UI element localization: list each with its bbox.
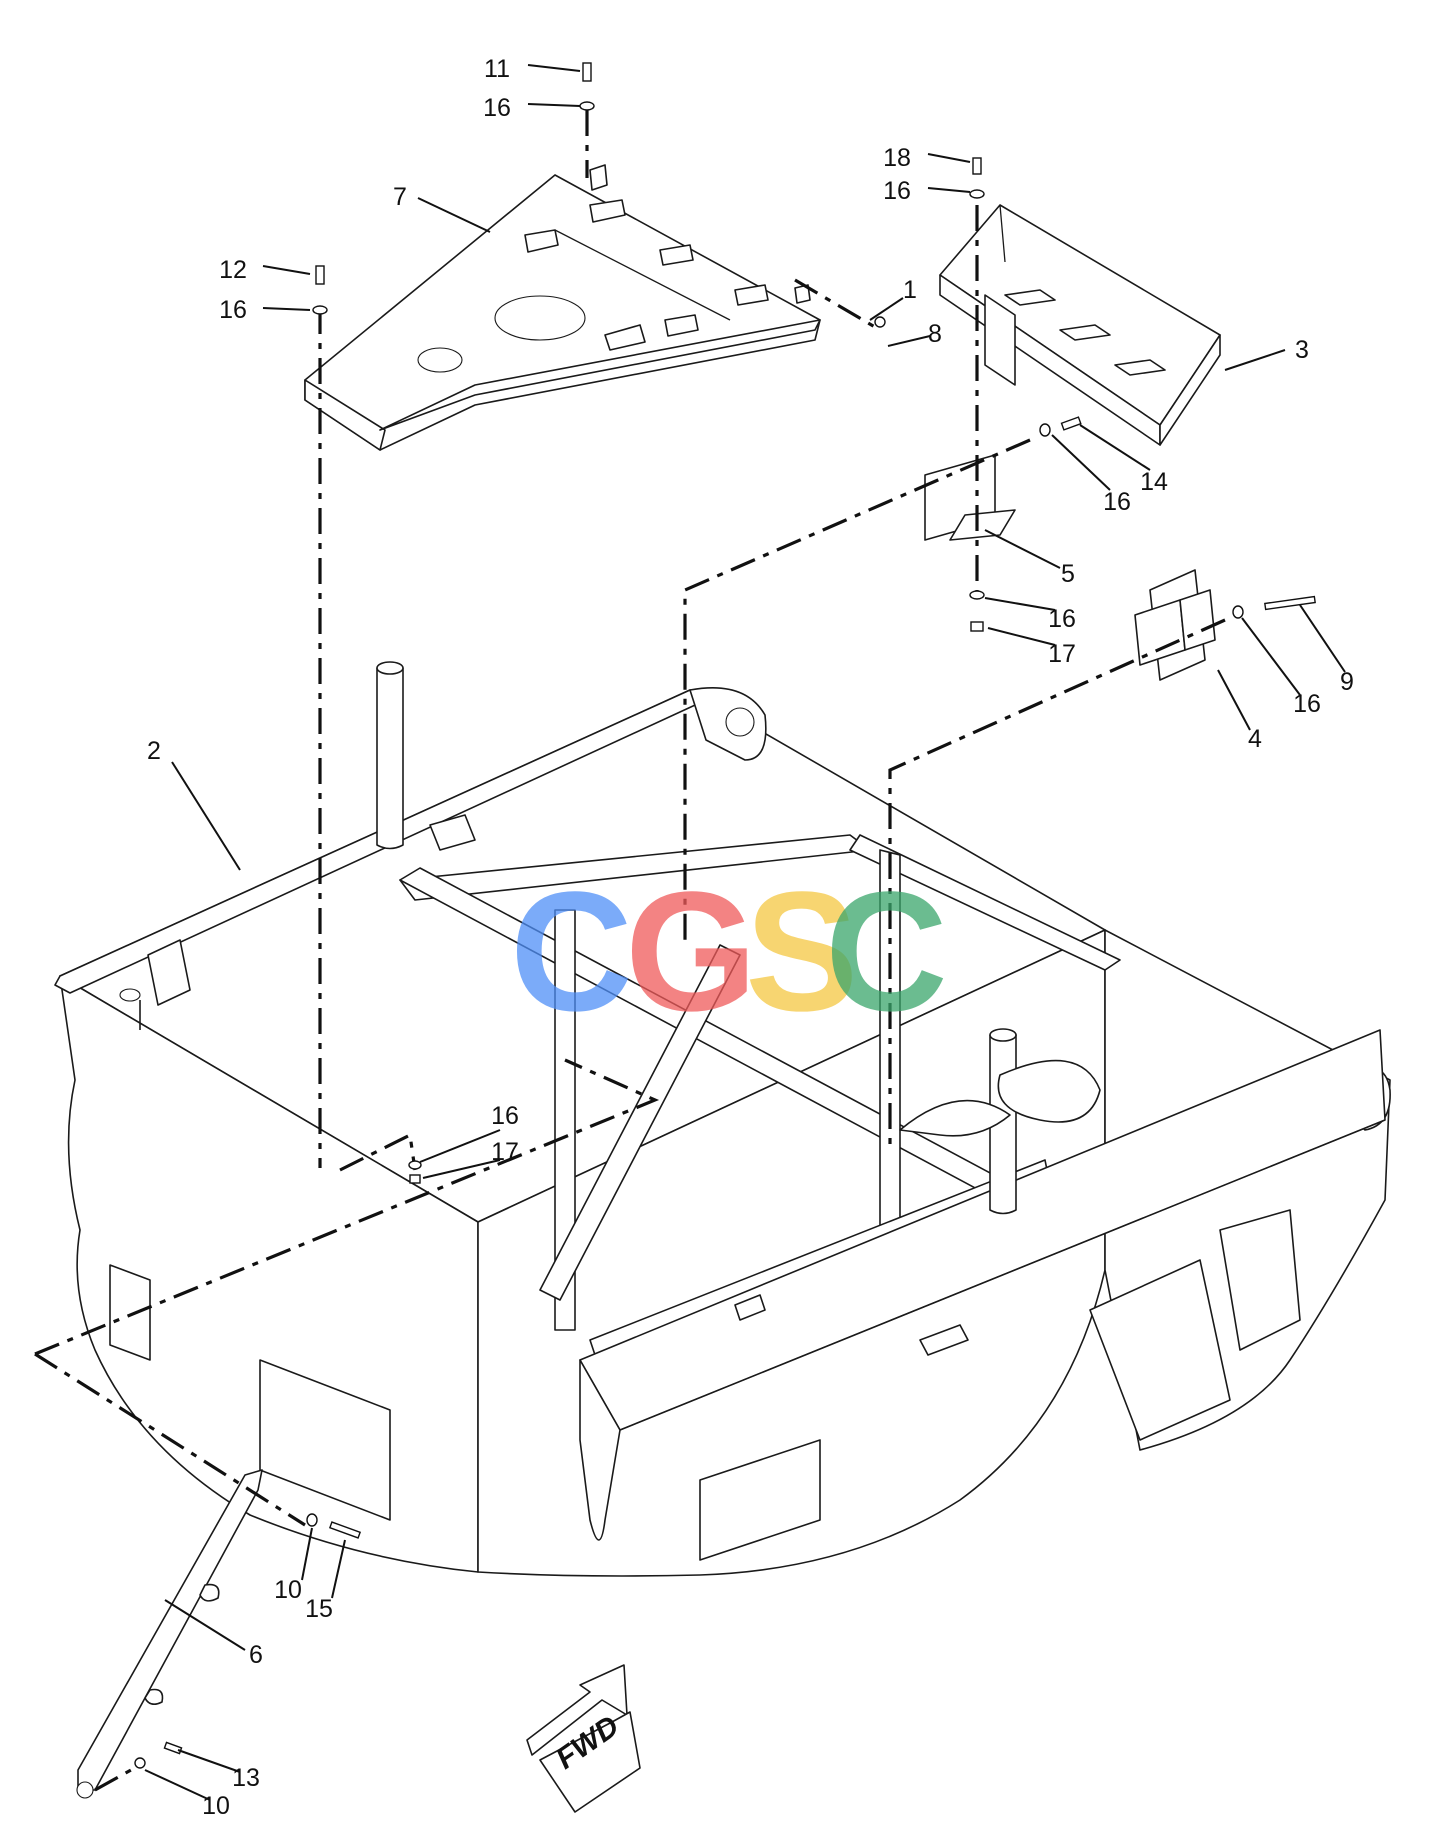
callout-labels: 1116718161216183141651617916421617101561… <box>147 55 1354 1820</box>
callout-c5: 5 <box>1061 560 1075 588</box>
watermark-letter-s: S <box>745 857 858 1047</box>
callout-c18: 18 <box>883 144 911 172</box>
callout-c4: 4 <box>1248 725 1262 753</box>
callout-c16a: 16 <box>483 94 511 122</box>
callout-c16g: 16 <box>491 1102 519 1130</box>
callout-c8: 8 <box>928 320 942 348</box>
callout-c13: 13 <box>232 1764 260 1792</box>
callout-c6: 6 <box>249 1641 263 1669</box>
callout-c15: 15 <box>305 1595 333 1623</box>
watermark-letter-c1: C <box>510 857 633 1047</box>
callout-c3: 3 <box>1295 336 1309 364</box>
callout-c17b: 17 <box>491 1138 519 1166</box>
callout-c16b: 16 <box>883 177 911 205</box>
callout-c12: 12 <box>219 256 247 284</box>
callout-c14: 14 <box>1140 468 1168 496</box>
callout-c9: 9 <box>1340 668 1354 696</box>
forward-arrow: FWD <box>526 1664 641 1813</box>
mount-block <box>1134 569 1216 681</box>
tray <box>939 204 1221 446</box>
callout-c2: 2 <box>147 737 161 765</box>
main-frame <box>54 661 1391 1577</box>
watermark: C G S C <box>510 857 948 1047</box>
pin-tube-left <box>376 661 404 850</box>
watermark-letter-g: G <box>625 857 757 1047</box>
callout-c10a: 10 <box>274 1576 302 1604</box>
watermark-letter-c2: C <box>825 857 948 1047</box>
leader-lines <box>144 64 1346 1801</box>
callout-c16f: 16 <box>1293 690 1321 718</box>
callout-c16e: 16 <box>1048 605 1076 633</box>
fasteners <box>134 62 1316 1769</box>
callout-c10b: 10 <box>202 1792 230 1820</box>
callout-c17a: 17 <box>1048 640 1076 668</box>
callout-c16c: 16 <box>219 296 247 324</box>
callout-c11: 11 <box>484 55 510 83</box>
platform-plate <box>304 164 821 451</box>
callout-c16d: 16 <box>1103 488 1131 516</box>
assembly-lines <box>34 110 1226 1792</box>
callout-c7: 7 <box>393 183 407 211</box>
callout-c1: 1 <box>903 276 917 304</box>
